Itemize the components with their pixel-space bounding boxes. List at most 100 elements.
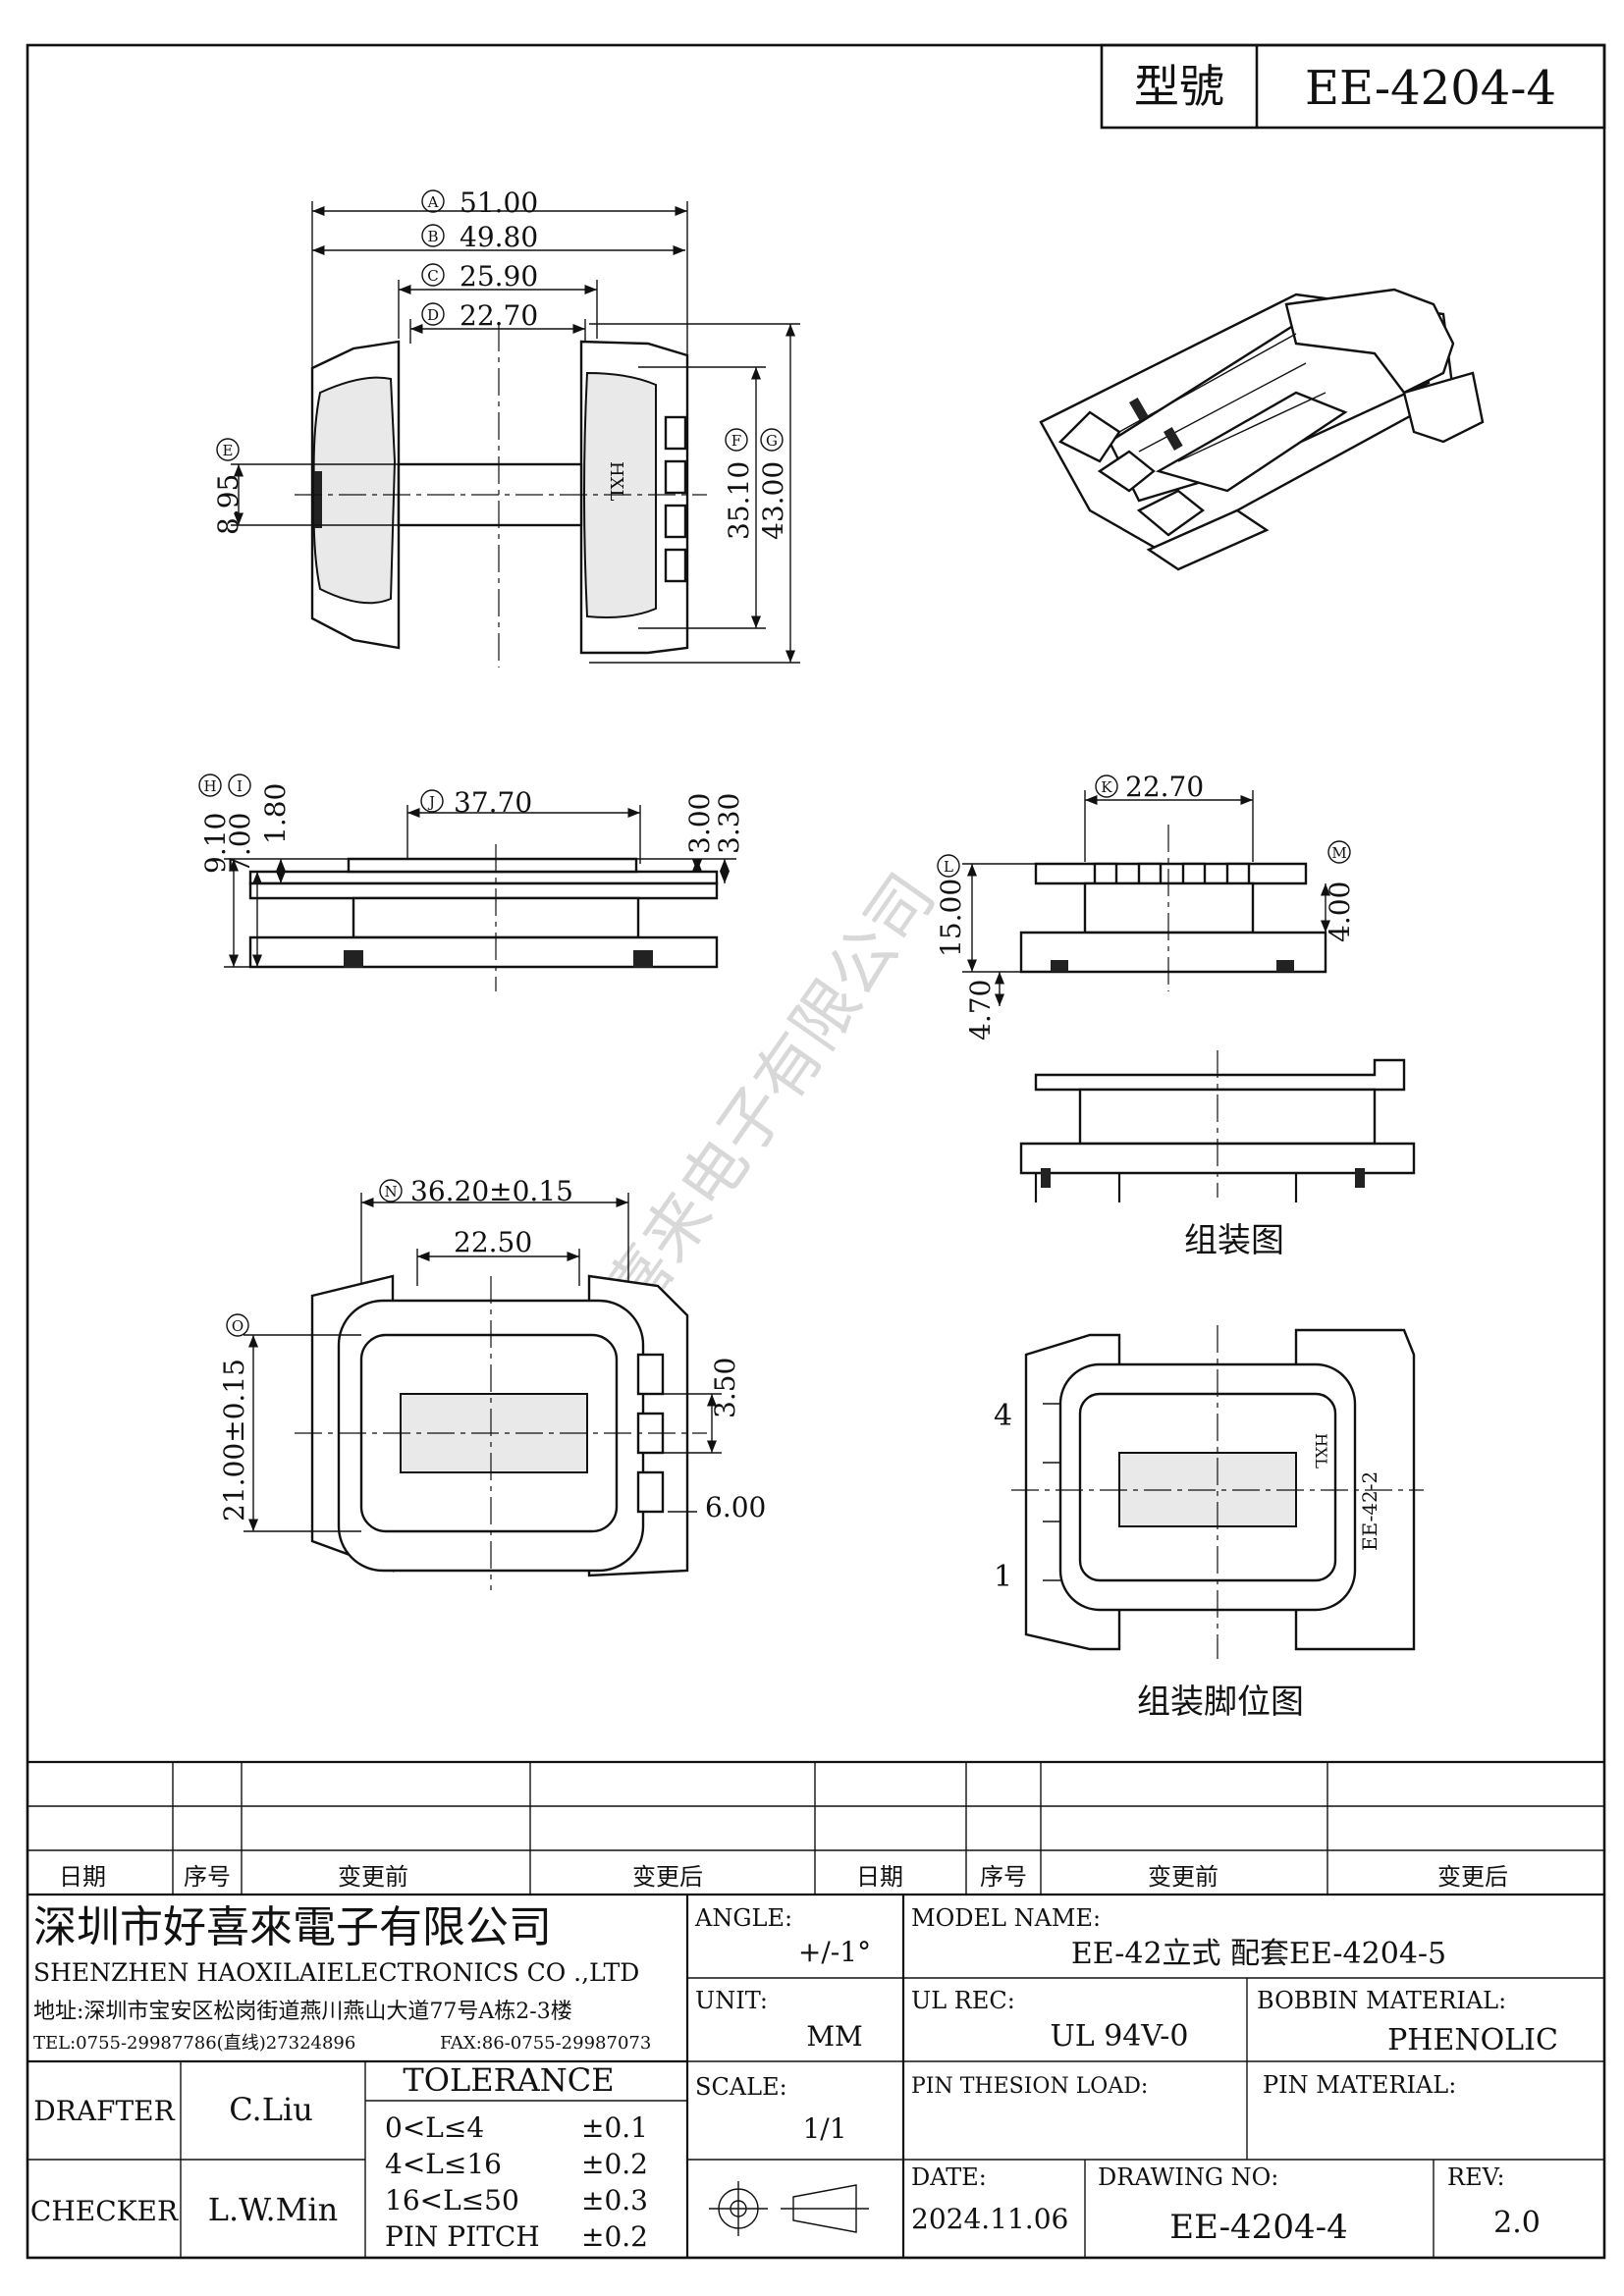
top-view: A 51.00 B 49.80 C 25.90 D 22.70 HXL 8.95…: [212, 187, 800, 667]
ul-label: UL REC:: [911, 1987, 1015, 2014]
bobbin-value: PHENOLIC: [1387, 2023, 1558, 2057]
dim-g: 43.00: [757, 461, 789, 540]
marker-f: F: [731, 432, 741, 450]
date-label: DATE:: [911, 2163, 987, 2191]
marker-o: O: [232, 1317, 244, 1335]
angle-value: +/-1°: [798, 1936, 871, 1968]
rev-header-after-2: 变更后: [1437, 1863, 1508, 1891]
rev-label: REV:: [1447, 2163, 1505, 2191]
rev-header-date-2: 日期: [856, 1863, 903, 1891]
drafter-name: C.Liu: [229, 2091, 313, 2128]
marker-m: M: [1331, 844, 1346, 862]
model-box: 型號 EE-4204-4: [1100, 43, 1606, 130]
drawing-no-label: DRAWING NO:: [1098, 2163, 1278, 2191]
unit-label: UNIT:: [695, 1987, 768, 2014]
tolerance-range-4: PIN PITCH: [385, 2220, 540, 2253]
dim-a: 51.00: [460, 187, 538, 219]
date-value: 2024.11.06: [911, 2203, 1068, 2235]
dim-s60: 6.00: [705, 1491, 766, 1523]
marker-g: G: [766, 432, 778, 450]
dim-f: 35.10: [723, 461, 755, 540]
tolerance-title: TOLERANCE: [403, 2061, 614, 2099]
rev-value: 2.0: [1493, 2206, 1541, 2240]
checker-name: L.W.Min: [208, 2191, 339, 2228]
pin-layout-caption: 组装脚位图: [1137, 1682, 1304, 1722]
bottom-view: N 36.20±0.15 22.50 O 21.00±0.15 3.50 6.0…: [218, 1175, 766, 1590]
marker-a: A: [427, 193, 439, 211]
angle-label: ANGLE:: [694, 1904, 792, 1932]
dim-s35: 3.50: [709, 1358, 741, 1418]
pin-layout-view: EE-42-2 HXL 4 1 组装脚位图: [994, 1325, 1424, 1722]
isometric-view: [1039, 288, 1485, 571]
assembly-caption: 组装图: [1184, 1221, 1284, 1260]
dim-h: 9.10: [199, 813, 232, 874]
logo-pin-view: HXL: [1312, 1433, 1330, 1468]
rev-header-date: 日期: [59, 1863, 106, 1891]
drawing-no-value: EE-4204-4: [1169, 2208, 1347, 2247]
ul-value: UL 94V-0: [1050, 2019, 1188, 2054]
dim-i-inner: 1.80: [259, 783, 292, 844]
projection-symbol-icon: [709, 2181, 869, 2236]
tolerance-value-2: ±0.2: [581, 2148, 648, 2180]
marker-n: N: [384, 1183, 397, 1201]
checker-label: CHECKER: [30, 2195, 179, 2227]
dim-side-b: 3.30: [713, 793, 745, 854]
side-view: J 37.70 9.10 7.00 1.80 H I 3.00 3.30: [198, 774, 745, 991]
scale-value: 1/1: [802, 2112, 846, 2145]
marker-e: E: [223, 442, 234, 459]
dim-side-a: 3.00: [683, 793, 716, 854]
model-box-label: 型號: [1134, 60, 1224, 113]
model-name-label: MODEL NAME:: [911, 1904, 1101, 1932]
pin-material-label: PIN MATERIAL:: [1263, 2071, 1456, 2099]
tolerance-range-2: 4<L≤16: [385, 2148, 502, 2180]
marker-c: C: [427, 267, 438, 285]
model-box-value: EE-4204-4: [1305, 61, 1556, 116]
pin-load-label: PIN THESION LOAD:: [911, 2074, 1148, 2099]
pin-1-label: 1: [994, 1560, 1012, 1594]
title-block: 深圳市好喜來電子有限公司 SHENZHEN HAOXILAIELECTRONIC…: [27, 1895, 1604, 2258]
drafter-label: DRAFTER: [33, 2095, 175, 2127]
tolerance-value-4: ±0.2: [581, 2220, 648, 2253]
rev-header-before-2: 变更前: [1148, 1863, 1218, 1891]
dim-b: 49.80: [460, 221, 538, 253]
marker-k: K: [1101, 778, 1112, 796]
dim-l: 15.00: [935, 879, 967, 957]
marker-j: J: [427, 793, 435, 811]
marker-d: D: [427, 306, 439, 324]
scale-label: SCALE:: [695, 2073, 787, 2101]
dim-inner-w: 22.50: [454, 1226, 532, 1258]
rev-header-after: 变更后: [632, 1863, 703, 1891]
dim-pin: 4.70: [964, 980, 997, 1041]
part-code: EE-42-2: [1358, 1471, 1381, 1551]
marker-h: H: [203, 777, 216, 795]
rev-header-before: 变更前: [338, 1863, 408, 1891]
assembly-view: 组装图: [1019, 1050, 1416, 1260]
marker-l: L: [944, 858, 953, 876]
dim-m: 4.00: [1324, 881, 1356, 942]
front-view: K 22.70 L 15.00 4.70 4.00 M: [935, 771, 1356, 1041]
tolerance-range-3: 16<L≤50: [385, 2184, 519, 2216]
pin-4-label: 4: [994, 1399, 1012, 1433]
model-name-value: EE-42立式 配套EE-4204-5: [1071, 1937, 1446, 1971]
company-address: 地址:深圳市宝安区松岗街道燕川燕山大道77号A栋2-3楼: [33, 2000, 572, 2024]
dim-o: 21.00±0.15: [218, 1359, 250, 1522]
revision-table: 日期 序号 变更前 变更后 日期 序号 变更前 变更后: [27, 1760, 1604, 1896]
company-tel: TEL:0755-29987786(直线)27324896: [33, 2033, 355, 2054]
dim-j: 37.70: [454, 786, 532, 819]
tolerance-value-1: ±0.1: [581, 2111, 648, 2144]
bobbin-label: BOBBIN MATERIAL:: [1257, 1987, 1506, 2014]
unit-value: MM: [806, 2020, 862, 2053]
rev-header-seq-2: 序号: [980, 1863, 1027, 1891]
logo-top: HXL: [606, 461, 626, 502]
dim-k: 22.70: [1125, 771, 1204, 803]
company-fax: FAX:86-0755-29987073: [440, 2033, 651, 2054]
company-name-cn: 深圳市好喜來電子有限公司: [33, 1902, 552, 1952]
drawing-frame: [26, 43, 1606, 2260]
rev-header-seq: 序号: [184, 1863, 231, 1891]
dim-i: 7.00: [224, 813, 256, 874]
dim-c: 25.90: [460, 260, 538, 293]
tolerance-value-3: ±0.3: [581, 2184, 648, 2216]
dim-e: 8.95: [212, 474, 244, 535]
tolerance-range-1: 0<L≤4: [385, 2111, 484, 2144]
